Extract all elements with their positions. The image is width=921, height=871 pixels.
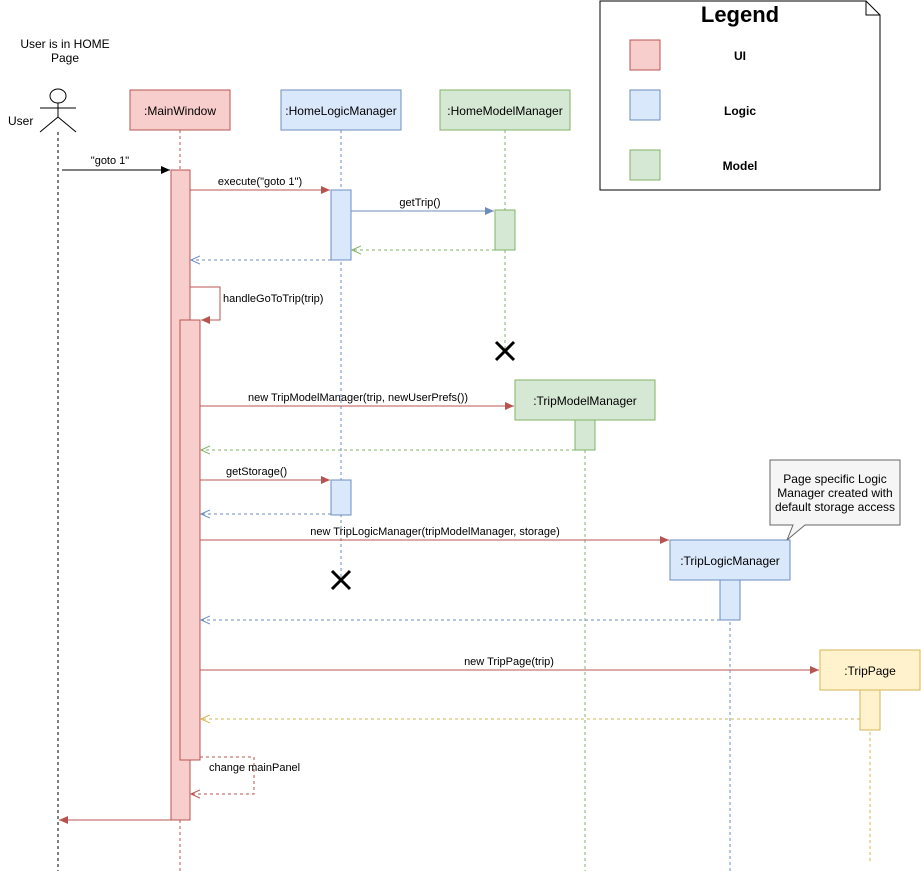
message-new-trip-logic: new TripLogicManager(tripModelManager, s…	[200, 526, 669, 544]
participant-home-logic: :HomeLogicManager	[280, 89, 402, 131]
participant-trip-model: :TripModelManager	[514, 379, 656, 421]
legend-box-fold	[865, 1, 880, 16]
participant-main-window: :MainWindow	[129, 89, 231, 131]
actor-leg-left	[39, 116, 59, 133]
activation-main-window-nested	[179, 319, 201, 761]
message-execute: execute("goto 1")	[190, 176, 330, 194]
legend-label-model: Model	[723, 159, 758, 173]
participant-trip-page-label: :TripPage	[844, 664, 896, 678]
message-goto: "goto 1"	[62, 155, 170, 174]
activation-trip-page	[859, 689, 881, 731]
legend-swatch-ui	[629, 39, 661, 71]
activation-home-model-get-trip	[494, 209, 516, 251]
participant-trip-model-label: :TripModelManager	[533, 394, 637, 408]
message-execute-label: execute("goto 1")	[218, 176, 302, 188]
participant-trip-logic-label: :TripLogicManager	[680, 554, 780, 568]
note-line3: default storage access	[775, 500, 895, 514]
user-note-line1: User is in HOME	[20, 37, 109, 51]
legend-box	[599, 0, 881, 191]
participant-home-model: :HomeModelManager	[439, 89, 571, 131]
note-line1: Page specific Logic	[783, 472, 886, 486]
message-new-trip-logic-label: new TripLogicManager(tripModelManager, s…	[310, 526, 559, 538]
user-note-line2: Page	[51, 51, 79, 65]
message-get-trip-label: getTrip()	[399, 197, 440, 209]
message-get-storage-label: getStorage()	[226, 466, 287, 478]
legend-label-ui: UI	[734, 49, 746, 63]
activation-home-logic-execute	[330, 189, 352, 261]
note-line2: Manager created with	[777, 486, 892, 500]
participant-home-model-label: :HomeModelManager	[447, 104, 562, 118]
participant-home-logic-label: :HomeLogicManager	[285, 104, 396, 118]
legend: Legend UI Logic Model	[599, 0, 881, 191]
message-new-trip-model: new TripModelManager(trip, newUserPrefs(…	[200, 392, 514, 410]
message-change-main-panel: change mainPanel	[191, 756, 300, 794]
user-label: User	[8, 114, 33, 128]
legend-label-logic: Logic	[724, 104, 756, 118]
destroy-home-model-icon	[494, 340, 516, 362]
message-get-storage: getStorage()	[200, 466, 330, 484]
actor-head-icon	[49, 88, 67, 104]
message-goto-label: "goto 1"	[91, 155, 129, 167]
message-new-trip-page: new TripPage(trip)	[200, 656, 819, 674]
activation-home-logic-storage	[330, 479, 352, 516]
participant-trip-logic: :TripLogicManager	[669, 539, 791, 581]
user-actor: User is in HOME Page User	[8, 37, 110, 133]
note-page-specific-logic: Page specific Logic Manager created with…	[769, 459, 901, 541]
destroy-home-logic-icon	[330, 569, 352, 591]
participant-main-window-label: :MainWindow	[144, 104, 216, 118]
activation-trip-model	[574, 419, 596, 451]
message-handle-go-to-trip: handleGoToTrip(trip)	[190, 286, 323, 324]
message-change-main-panel-label: change mainPanel	[209, 762, 300, 774]
legend-swatch-model	[629, 149, 661, 181]
message-new-trip-model-label: new TripModelManager(trip, newUserPrefs(…	[248, 392, 468, 404]
message-get-trip: getTrip()	[351, 197, 494, 215]
participant-trip-page: :TripPage	[819, 649, 921, 691]
legend-swatch-logic	[629, 89, 661, 121]
activation-trip-logic	[719, 579, 741, 621]
actor-leg-right	[57, 116, 77, 133]
message-new-trip-page-label: new TripPage(trip)	[464, 656, 554, 668]
legend-title: Legend	[701, 2, 779, 27]
message-handle-go-to-trip-label: handleGoToTrip(trip)	[223, 293, 323, 305]
